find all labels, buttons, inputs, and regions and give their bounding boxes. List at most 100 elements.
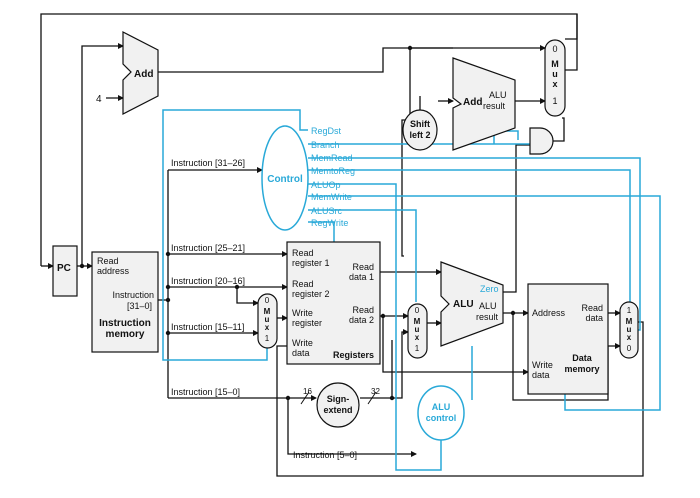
- mux-reg-in0: 0: [265, 296, 270, 305]
- reg-title: Registers: [333, 350, 374, 360]
- signal-alusrc: ALUSrc: [311, 206, 343, 216]
- shift-left-2: Shift left 2: [402, 109, 438, 151]
- signext-line1: Sign-: [327, 394, 350, 404]
- mux-regdst: 0 M u x 1: [257, 293, 278, 349]
- shift-line2: left 2: [409, 130, 430, 140]
- signal-regdst: RegDst: [311, 126, 342, 136]
- mux-alu-u: u: [415, 325, 420, 334]
- signext-out-width: 32: [371, 387, 380, 396]
- control-signals: RegDst Branch MemRead MemtoReg ALUOp Mem…: [311, 126, 355, 228]
- alu-result-top: ALU: [479, 301, 497, 311]
- shift-line1: Shift: [410, 119, 430, 129]
- mux-top-m: M: [551, 59, 559, 69]
- signal-memread: MemRead: [311, 153, 353, 163]
- mux-top: 0 M u x 1: [544, 39, 566, 117]
- and-gate: [529, 127, 554, 155]
- memtoreg-wire: [308, 169, 631, 302]
- instruction-fields: Instruction [31–26] Instruction [25–21] …: [171, 158, 357, 460]
- field-25-21: Instruction [25–21]: [171, 243, 245, 253]
- branch-adder: Add ALU result: [452, 57, 516, 151]
- signal-memwrite: MemWrite: [311, 192, 352, 202]
- writeback-wire: [276, 321, 644, 477]
- alu: ALU Zero ALU result: [440, 261, 504, 347]
- dmem-title-1: Data: [572, 353, 593, 363]
- reg-rd2-2: data 2: [349, 315, 374, 325]
- mux-top-u: u: [552, 69, 558, 79]
- signext-in-width: 16: [303, 387, 312, 396]
- pcplus4-wire: [158, 47, 453, 73]
- mux-mem-in1: 0: [627, 344, 632, 353]
- mux-reg-u: u: [265, 315, 270, 324]
- branch-adder-result-top: ALU: [489, 90, 507, 100]
- pc-loop-wire: [40, 13, 578, 266]
- reg-rr2-1: Read: [292, 279, 314, 289]
- control-label: Control: [267, 174, 303, 185]
- reg-wd-1: Write: [292, 338, 313, 348]
- reg-rr1-2: register 1: [292, 258, 330, 268]
- mux-alu-x: x: [415, 333, 420, 342]
- branch-adder-label: Add: [463, 97, 482, 108]
- imem-read-1: Read: [97, 256, 119, 266]
- reg-rr2-2: register 2: [292, 289, 330, 299]
- mux-top-in1: 1: [552, 96, 557, 106]
- imem-instr-2: [31–0]: [127, 301, 152, 311]
- alu-bypass-wire: [512, 313, 621, 401]
- i5-0-wire: [287, 398, 417, 457]
- control-unit: Control: [261, 125, 309, 231]
- dmem-title-2: memory: [564, 364, 599, 374]
- dmem-address: Address: [532, 308, 566, 318]
- pc-adder-label: Add: [134, 69, 153, 80]
- and-out-wire: [552, 117, 565, 142]
- reg-rd1-2: data 1: [349, 272, 374, 282]
- reg-wr-1: Write: [292, 308, 313, 318]
- dmem-write-1: Write: [532, 360, 553, 370]
- mux-mem-in0: 1: [627, 306, 632, 315]
- pcplus4-down: [401, 48, 411, 257]
- pc-label: PC: [57, 263, 71, 274]
- datapath-wires: [40, 13, 644, 477]
- mux-reg-m: M: [264, 307, 271, 316]
- alu-zero: Zero: [480, 284, 499, 294]
- junctions: [79, 45, 516, 401]
- dmem-write-2: data: [532, 370, 550, 380]
- branch-adder-result-bottom: result: [483, 101, 506, 111]
- mux-alu-in1: 1: [415, 344, 420, 353]
- imem-read-2: address: [97, 266, 130, 276]
- mux-alu-in0: 0: [415, 306, 420, 315]
- field-15-11: Instruction [15–11]: [171, 322, 244, 332]
- alu-control: ALU control: [417, 385, 465, 441]
- signal-regwrite: RegWrite: [311, 218, 348, 228]
- rd2-to-memwrite-wire: [382, 316, 529, 375]
- field-15-0: Instruction [15–0]: [171, 387, 240, 397]
- pc-to-add-wire: [81, 43, 124, 266]
- i20-16-to-mux: [236, 287, 259, 306]
- data-memory: Address Read data Write data Data memory: [527, 283, 609, 395]
- mux-reg-x: x: [265, 323, 270, 332]
- memwrite-wire: [308, 195, 661, 411]
- mux-reg-in1: 1: [265, 334, 270, 343]
- alu-label: ALU: [453, 299, 474, 310]
- mux-mem-x: x: [627, 333, 632, 342]
- alu-result-bottom: result: [476, 312, 499, 322]
- mux-top-out: [565, 14, 578, 71]
- signext-to-mux-wire: [360, 329, 409, 399]
- mux-top-in0: 0: [552, 44, 557, 54]
- mux-alu-m: M: [414, 317, 421, 326]
- zero-wire: [503, 144, 530, 293]
- dmem-read-2: data: [585, 313, 603, 323]
- signal-memtoreg: MemtoReg: [311, 166, 355, 176]
- sign-extend: Sign- extend 16 32: [300, 382, 380, 428]
- register-file: Read register 1 Read register 2 Write re…: [286, 241, 381, 365]
- aluctrl-line1: ALU: [432, 402, 451, 412]
- signal-branch: Branch: [311, 140, 340, 150]
- imem-title-1: Instruction: [99, 318, 151, 329]
- reg-wd-2: data: [292, 348, 310, 358]
- imem-instr-1: Instruction: [112, 290, 154, 300]
- mux-memtoreg: 1 M u x 0: [619, 301, 639, 359]
- alusrc-wire: [308, 209, 417, 302]
- pc-register: PC: [52, 245, 78, 297]
- reg-rd1-1: Read: [352, 262, 374, 272]
- pc-adder: Add 4: [96, 31, 159, 115]
- aluop-wire: [308, 183, 442, 471]
